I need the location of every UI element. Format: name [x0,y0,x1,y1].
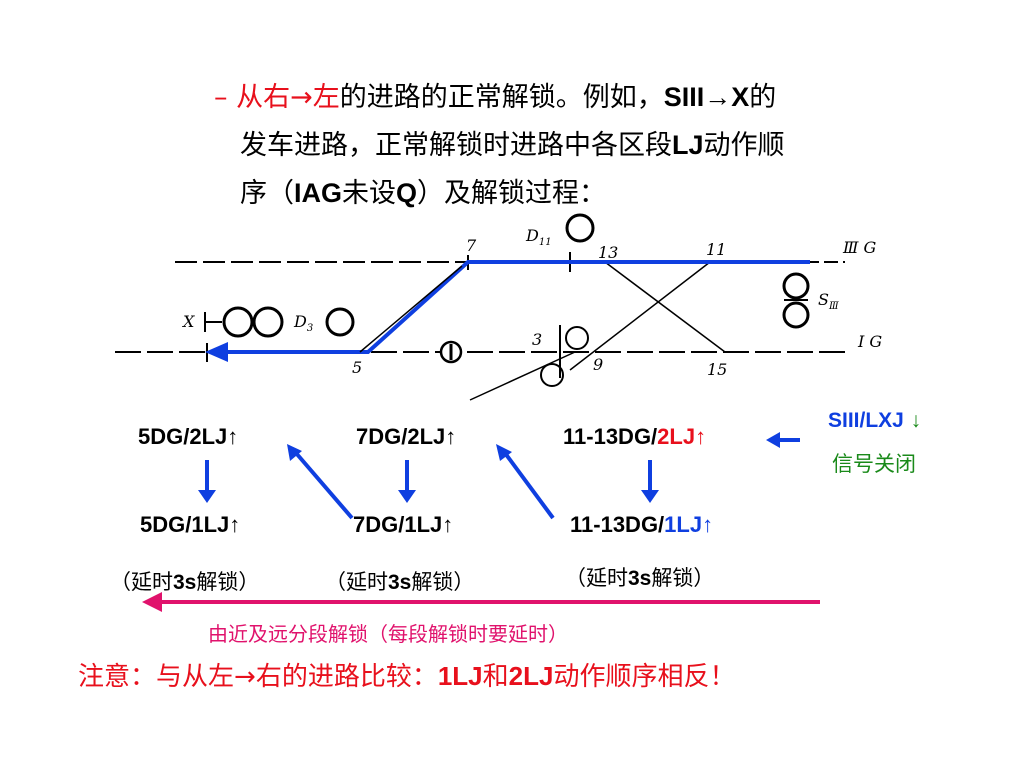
signal-lxj-label: SIII/LXJ ↓ [828,408,921,433]
seq-1113dg-2lj-relay: 2LJ↑ [657,424,707,449]
delay-note-1113dg: （延时3s解锁） [565,562,714,592]
remark-and: 和 [482,662,509,692]
down-arrow-1113dg-head [641,490,659,503]
header-route-name: SIII→X [663,82,750,112]
header-line1-text: 的进路的正常解锁。例如， [339,82,664,113]
delay-close-1: 解锁） [196,570,260,594]
route-highlight [215,260,810,354]
signal-x-lamp-1 [222,306,254,338]
header-direction: 从右→左 [236,82,340,113]
signal-d3-lamp [325,307,355,337]
header-line-1: – 从右→左的进路的正常解锁。例如，SIII→X的 [214,72,776,123]
signal-to-row-arrow-head [766,432,780,448]
label-s3-sub: Ⅲ [828,301,839,313]
header-line1-end: 的 [749,82,777,113]
signal-siii-lamp-1 [782,272,810,300]
label-switch-7: 7 [466,236,477,255]
seq-1113dg-1lj: 11-13DG/1LJ↑ [570,512,713,538]
signal-lxj-name: /LXJ [859,409,904,432]
diag-arrow-7-to-5 [294,451,354,520]
signal-down-arrow: ↓ [910,409,922,432]
label-d3-sub: 3 [306,323,314,335]
route-arrowhead [205,342,228,362]
delay-open-3: （延时 [565,566,628,590]
header-line3-e: ）及解锁过程： [417,178,607,209]
header-line2-text: 发车进路，正常解锁时进路中各区段 [240,130,672,161]
label-signal-d3: D3 [294,312,313,334]
delay-note-7dg: （延时3s解锁） [325,566,474,596]
signal-3-lamp-down [540,363,564,387]
header-line-3: 序（IAG未设Q）及解锁过程： [240,168,606,219]
delay-close-2: 解锁） [411,570,475,594]
route-ladder-black [359,265,463,353]
remark-end: 动作顺序相反！ [553,662,736,692]
label-d11-sub: 11 [538,237,552,249]
delay-note-5dg: （延时3s解锁） [110,566,259,596]
crossover-3 [469,351,576,401]
label-switch-13: 13 [598,243,619,262]
seq-5dg-1lj: 5DG/1LJ↑ [140,512,241,537]
sequence-arrows [198,432,800,520]
label-signal-d11: D11 [526,226,552,248]
signal-close-note: 信号关闭 [832,452,916,476]
seq-7dg-1lj: 7DG/1LJ↑ [353,512,454,537]
label-switch-5: 5 [352,358,363,377]
header-line3-a: 序（ [240,178,294,209]
signal-x-lamp-2 [252,306,284,338]
remark-line: 注意：与从左→右的进路比较：1LJ和2LJ动作顺序相反！ [78,656,735,693]
remark-a: 注意：与从左 [78,662,235,692]
signal-siii-lamp-2 [782,301,810,329]
delay-3s-2: 3s [388,571,412,594]
header-iag: IAG [294,178,343,208]
delay-close-3: 解锁） [651,566,715,590]
diag-arrow-11-to-7-head [496,444,512,461]
header-line-2: 发车进路，正常解锁时进路中各区段LJ动作顺 [240,120,785,171]
order-caption: 由近及远分段解锁（每段解锁时要延时） [208,622,568,646]
label-track-ig: I G [858,332,883,351]
remark-arrow: → [234,662,256,692]
signal-d11-lamp [565,213,595,243]
delay-3s-1: 3s [173,571,197,594]
diag-arrow-11-to-7 [503,451,555,520]
diag-arrow-7-to-5-head [287,444,302,461]
header-q: Q [396,178,418,208]
seq-1113dg-1lj-prefix: 11-13DG/ [570,512,665,537]
label-signal-siii: SⅢ [818,290,839,312]
down-arrow-5dg-head [198,490,216,503]
header-dash: – [214,82,228,113]
signal-siii-name: SIII [828,409,860,432]
header-line2-end: 动作顺 [703,130,785,161]
crossover-11-9 [569,261,711,371]
crossover-13-15 [604,261,726,353]
delay-open-1: （延时 [110,570,173,594]
remark-1lj: 1LJ [437,661,483,691]
label-switch-9: 9 [593,355,604,374]
label-s3-main: S [818,290,829,309]
down-arrow-7dg-head [398,490,416,503]
signal-3-lamp-up [565,326,589,350]
label-track-iiig: Ⅲ G [843,238,877,257]
delay-3s-3: 3s [628,567,652,590]
seq-1113dg-1lj-relay: 1LJ↑ [664,512,714,537]
label-switch-3: 3 [532,330,543,349]
header-lj: LJ [672,130,704,160]
label-d11-main: D [526,226,539,245]
label-switch-15: 15 [707,360,728,379]
header-line3-c: 未设 [342,178,397,209]
order-long-arrow-head [142,592,162,612]
label-signal-x: X [183,312,195,331]
seq-7dg-2lj: 7DG/2LJ↑ [356,424,457,449]
seq-1113dg-2lj-prefix: 11-13DG/ [563,424,658,449]
delay-open-2: （延时 [325,570,388,594]
remark-2lj: 2LJ [508,661,554,691]
label-switch-11: 11 [706,240,727,259]
seq-5dg-2lj: 5DG/2LJ↑ [138,424,239,449]
remark-b: 右的进路比较： [255,662,438,692]
label-d3-main: D [294,312,307,331]
seq-1113dg-2lj: 11-13DG/2LJ↑ [563,424,706,450]
